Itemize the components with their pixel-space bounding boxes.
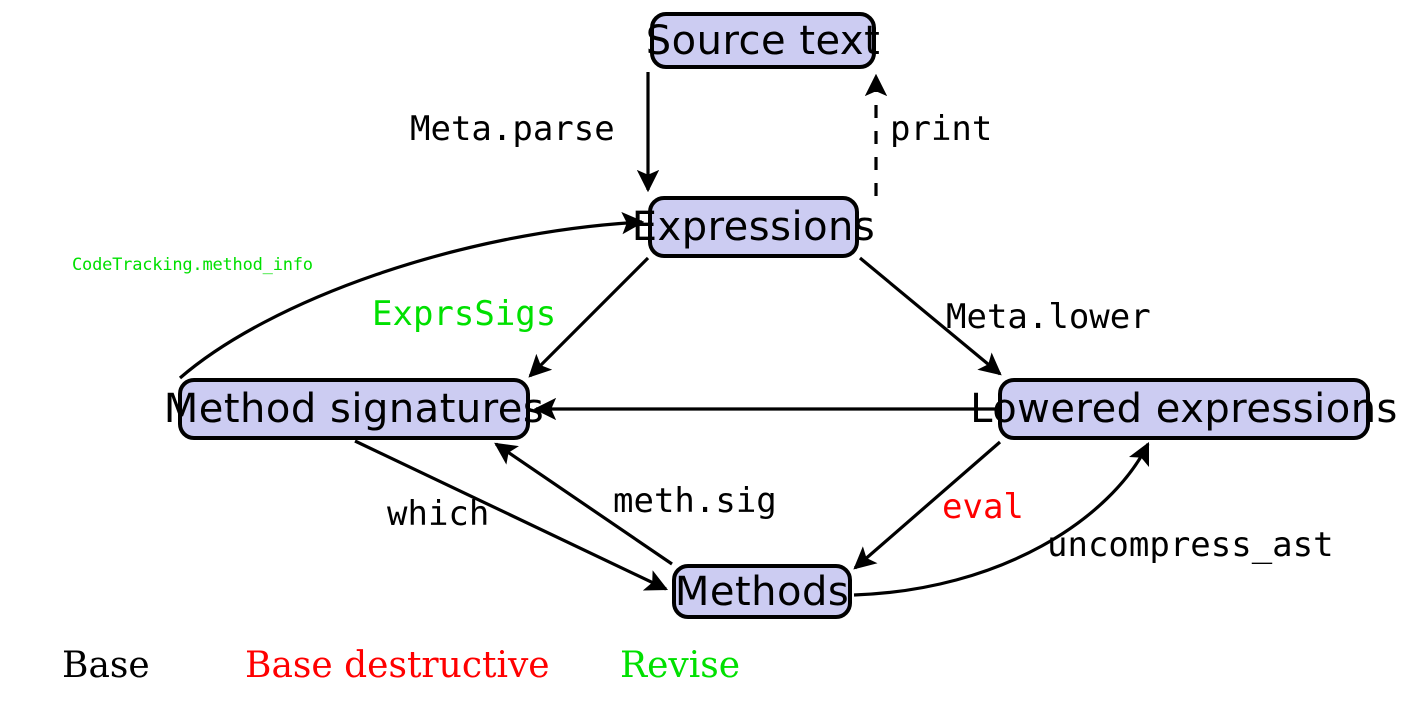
edge-label-meta-lower: Meta.lower [946,297,1151,337]
legend-item-revise: Revise [620,645,741,686]
edge-label-meth-sig: meth.sig [613,481,777,521]
edge-meta-lower [858,256,1002,376]
edge-uncompress-ast [853,441,1150,597]
node-lowered-expressions[interactable]: Lowered expressions [970,378,1397,440]
node-lowered-expressions-label: Lowered expressions [970,386,1398,432]
edge-which [354,439,669,591]
edge-label-code-tracking: CodeTracking.method_info [72,255,313,275]
node-source-text[interactable]: Source text [646,12,880,69]
legend-item-base-destructive: Base destructive [245,645,550,686]
node-expressions-label: Expressions [631,204,876,250]
node-method-signatures[interactable]: Method signatures [164,378,544,440]
edge-label-which: which [387,494,490,534]
edge-eval [853,440,1002,570]
node-method-signatures-label: Method signatures [163,386,545,432]
edge-label-meta-parse: Meta.parse [410,109,615,149]
node-source-text-label: Source text [645,17,881,64]
edge-label-uncompress-ast: uncompress_ast [1047,525,1334,565]
node-methods[interactable]: Methods [672,564,852,619]
edge-exprs-sigs [528,256,650,378]
edge-meth-sig [494,442,673,566]
node-methods-label: Methods [674,568,850,615]
edge-label-exprs-sigs: ExprsSigs [372,294,557,334]
edge-code-tracking [178,211,645,380]
edge-label-eval: eval [942,487,1024,527]
edge-label-print: print [890,109,993,149]
legend-item-base: Base [62,645,150,686]
node-expressions[interactable]: Expressions [632,196,875,258]
